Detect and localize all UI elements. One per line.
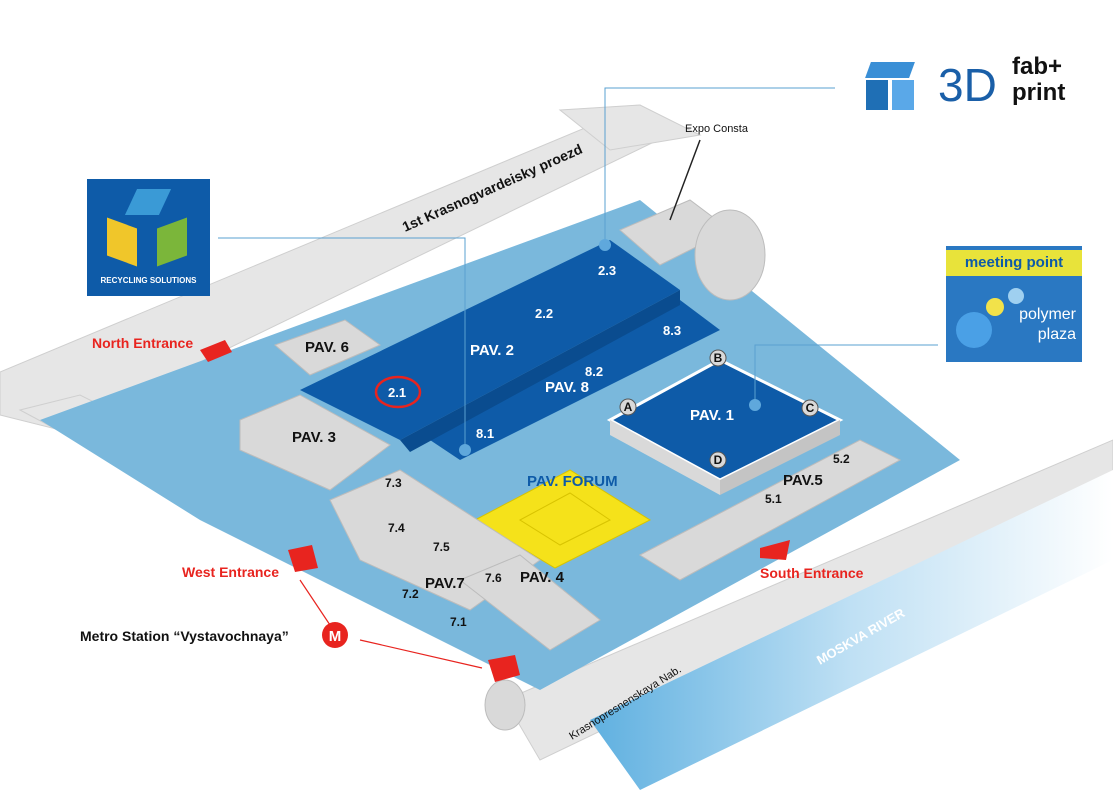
river [590, 470, 1113, 790]
recycling-arrows-icon [101, 187, 196, 267]
metro-station-label[interactable]: Metro Station “Vystavochnaya” [80, 628, 289, 644]
pav5-block [638, 439, 902, 581]
metro-connector-west [299, 579, 331, 626]
road-top-spur [558, 104, 702, 151]
pav1-label[interactable]: PAV. 1 [690, 407, 734, 424]
meeting-line2: polymer [1019, 306, 1076, 323]
pav1-corner-b: B [714, 351, 723, 365]
fabprint-prefix: 3D [938, 59, 997, 111]
pav7-label[interactable]: PAV.7 [425, 575, 465, 592]
forum-label[interactable]: PAV. FORUM [527, 473, 618, 490]
marker-meeting [749, 399, 761, 411]
hall-7-1[interactable]: 7.1 [450, 615, 467, 629]
grey-buildings [239, 199, 902, 731]
west-entrance-arrow[interactable] [288, 545, 318, 572]
marker-recycling [459, 444, 471, 456]
hall-7-3[interactable]: 7.3 [385, 476, 402, 490]
hall-5-1[interactable]: 5.1 [765, 492, 782, 506]
forum-top [519, 492, 611, 546]
fabprint-line2: print [1012, 79, 1066, 106]
pav1-corner-b-badge [709, 349, 727, 367]
hall-7-6[interactable]: 7.6 [485, 571, 502, 585]
pav1-corners [619, 349, 819, 469]
pav6-building [274, 319, 382, 376]
south-entrance-arrow[interactable] [760, 540, 790, 560]
fabprint-cube-icon [860, 58, 920, 114]
pav6-label[interactable]: PAV. 6 [305, 339, 349, 356]
expo-consta-label: Expo Consta [685, 123, 749, 135]
fabprint-logo[interactable]: 3D fab+ print [860, 52, 1080, 122]
pav5-label[interactable]: PAV.5 [783, 472, 823, 489]
metro-connector-south [359, 639, 483, 669]
hall-7-2[interactable]: 7.2 [402, 587, 419, 601]
road-top [0, 104, 659, 431]
metro-pillar [484, 679, 526, 731]
hall-8-2[interactable]: 8.2 [585, 364, 603, 379]
leader-meeting [754, 344, 938, 405]
pav1-corner-c-badge [801, 399, 819, 417]
hall-8-1[interactable]: 8.1 [476, 426, 494, 441]
south-entrance-label[interactable]: South Entrance [760, 565, 864, 581]
expo-consta-pointer [669, 139, 701, 221]
metro-connectors [299, 579, 483, 669]
expo-consta-tower [694, 209, 766, 301]
pav1-wall [610, 420, 720, 495]
hall-block-8 [430, 300, 720, 460]
meeting-line3: plaza [1037, 326, 1076, 343]
leader-fabprint [604, 87, 835, 245]
leader-recycling [218, 237, 466, 450]
highlight-hall-2-1[interactable] [374, 375, 422, 409]
pav2-label[interactable]: PAV. 2 [470, 342, 514, 359]
metro-icon[interactable] [322, 622, 348, 648]
pav8-label[interactable]: PAV. 8 [545, 379, 589, 396]
hall-7-4[interactable]: 7.4 [388, 521, 405, 535]
pav4-block [459, 554, 601, 651]
hall-2-2[interactable]: 2.2 [535, 306, 553, 321]
hall-2-3[interactable]: 2.3 [598, 263, 616, 278]
pav1-corner-c: C [806, 401, 815, 415]
meeting-header: meeting point [946, 250, 1082, 276]
recycling-logo[interactable]: RECYCLING SOLUTIONS [87, 179, 210, 296]
hall-2-1[interactable]: 2.1 [388, 385, 406, 400]
entrance-arrows [200, 340, 790, 682]
hall-block-2 [300, 240, 680, 440]
logo-leaders [218, 87, 938, 450]
pav3-building [239, 394, 391, 491]
hall-5-2[interactable]: 5.2 [833, 452, 850, 466]
site-ground [40, 200, 960, 690]
marker-fabprint [599, 239, 611, 251]
meeting-point-logo[interactable]: meeting point polymer plaza [946, 246, 1082, 362]
metro-entrance-arrow[interactable] [488, 655, 520, 682]
hall-block-2-front [400, 290, 680, 452]
pav1-corner-a-badge [619, 398, 637, 416]
pav1-wall-r [720, 420, 840, 495]
road-bottom [504, 439, 1113, 761]
pav1-corner-d-badge [709, 451, 727, 469]
pav4-label[interactable]: PAV. 4 [520, 569, 565, 586]
hall-7-5[interactable]: 7.5 [433, 540, 450, 554]
hall-8-3[interactable]: 8.3 [663, 323, 681, 338]
pav1-corner-d: D [714, 453, 723, 467]
pav3-label[interactable]: PAV. 3 [292, 429, 336, 446]
recycling-caption: RECYCLING SOLUTIONS [100, 276, 197, 285]
metro-icon-letter: M [329, 628, 342, 645]
molecule-icon [952, 282, 1032, 358]
pav1-corner-a: A [624, 400, 633, 414]
fabprint-line1: fab+ [1012, 53, 1063, 80]
north-entrance-label[interactable]: North Entrance [92, 335, 193, 351]
west-entrance-label[interactable]: West Entrance [182, 564, 279, 580]
north-entrance-arrow[interactable] [200, 340, 232, 362]
